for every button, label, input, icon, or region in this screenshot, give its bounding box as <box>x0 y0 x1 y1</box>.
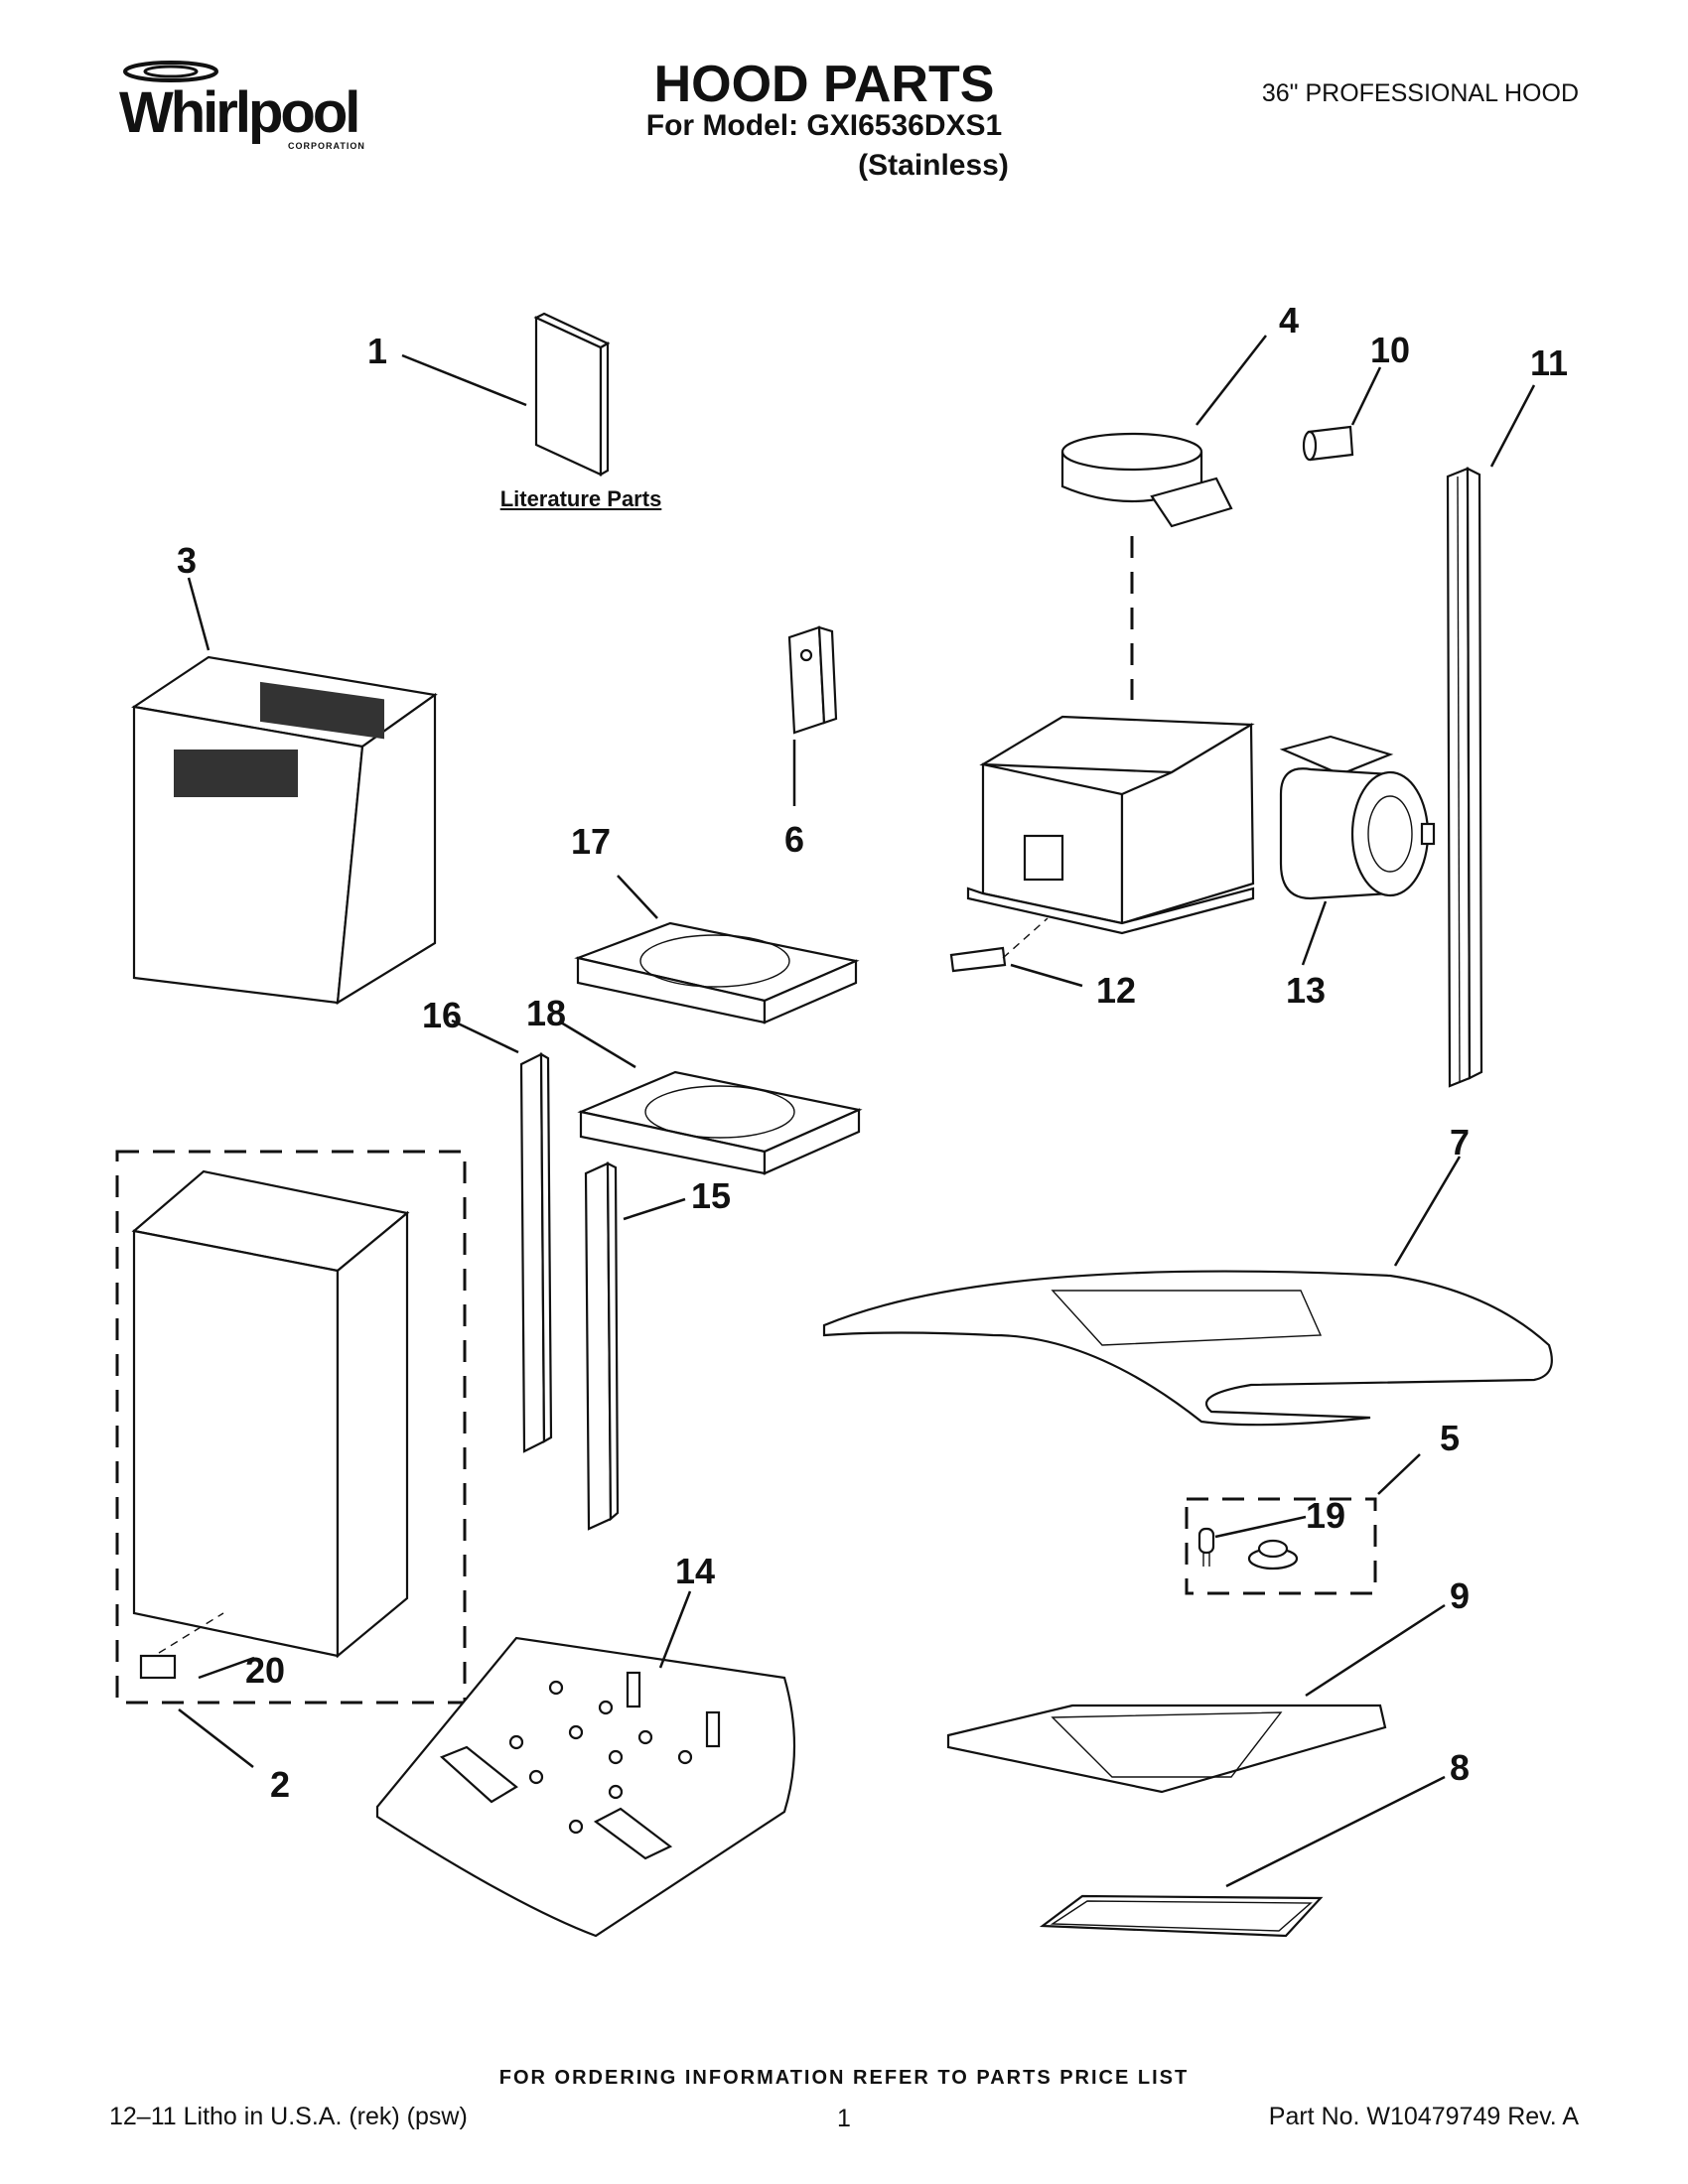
part-7-canopy <box>822 1270 1553 1427</box>
callout-5: 5 <box>1439 1418 1461 1458</box>
part-2-dashed-group <box>115 1150 467 1705</box>
part-10-capacitor <box>1302 425 1354 462</box>
callout-8: 8 <box>1449 1747 1471 1788</box>
brand-corporation: CORPORATION <box>288 141 365 151</box>
part-15-support-strip <box>584 1161 620 1531</box>
part-number: Part No. W10479749 Rev. A <box>1268 2103 1579 2130</box>
part-16-support-strip <box>519 1052 553 1453</box>
light-lens <box>1247 1539 1299 1570</box>
callout-4: 4 <box>1278 300 1300 341</box>
callout-1: 1 <box>366 331 388 371</box>
part-18-plate <box>577 1070 863 1175</box>
litho-info: 12–11 Litho in U.S.A. (rek) (psw) <box>109 2103 468 2130</box>
model-number: For Model: GXI6536DXS1 <box>645 109 1003 142</box>
part-3-upper-duct-cover <box>131 655 438 1006</box>
part-6-bracket <box>787 625 838 735</box>
whirlpool-logo: Whirlpool CORPORATION <box>111 58 379 157</box>
product-subtitle: 36" PROFESSIONAL HOOD <box>1261 79 1579 107</box>
literature-parts-label: Literature Parts <box>499 486 662 511</box>
callout-6: 6 <box>783 819 805 860</box>
part-20-label <box>139 1654 177 1680</box>
page-title: HOOD PARTS <box>653 56 995 113</box>
callout-19: 19 <box>1305 1495 1346 1536</box>
callout-14: 14 <box>674 1551 716 1591</box>
part-1-literature <box>533 312 611 477</box>
part-12-wire-harness <box>949 946 1007 973</box>
model-finish: (Stainless) <box>858 149 1009 182</box>
part-5-dashed-group <box>1185 1497 1377 1595</box>
brand-name: Whirlpool <box>119 80 360 145</box>
blower-housing <box>966 715 1255 935</box>
logo-swirl-icon <box>123 61 218 82</box>
callout-18: 18 <box>525 993 567 1033</box>
part-17-plate <box>574 921 860 1024</box>
part-4-duct-collar <box>1060 432 1233 528</box>
part-14-hardware-bag <box>375 1636 796 1938</box>
part-11-rail <box>1446 467 1483 1088</box>
part-19-bulb <box>1197 1527 1215 1567</box>
callout-17: 17 <box>570 821 612 862</box>
callout-15: 15 <box>690 1175 732 1216</box>
callout-12: 12 <box>1095 970 1137 1011</box>
callout-2: 2 <box>269 1764 291 1805</box>
ordering-note: FOR ORDERING INFORMATION REFER TO PARTS … <box>498 2067 1190 2089</box>
callout-11: 11 <box>1529 342 1569 383</box>
part-9-control-frame <box>946 1704 1387 1794</box>
callout-3: 3 <box>176 540 198 581</box>
callout-16: 16 <box>421 995 463 1035</box>
part-13-blower-motor <box>1279 735 1436 900</box>
part-8-grease-filter <box>1039 1894 1324 1938</box>
callout-20: 20 <box>244 1650 286 1691</box>
leader-lines <box>158 335 1536 1888</box>
callout-10: 10 <box>1369 330 1411 370</box>
callout-7: 7 <box>1449 1122 1471 1162</box>
callout-13: 13 <box>1285 970 1327 1011</box>
page-number: 1 <box>837 2105 851 2132</box>
part-2-lower-duct-cover <box>131 1169 410 1659</box>
callout-9: 9 <box>1449 1575 1471 1616</box>
